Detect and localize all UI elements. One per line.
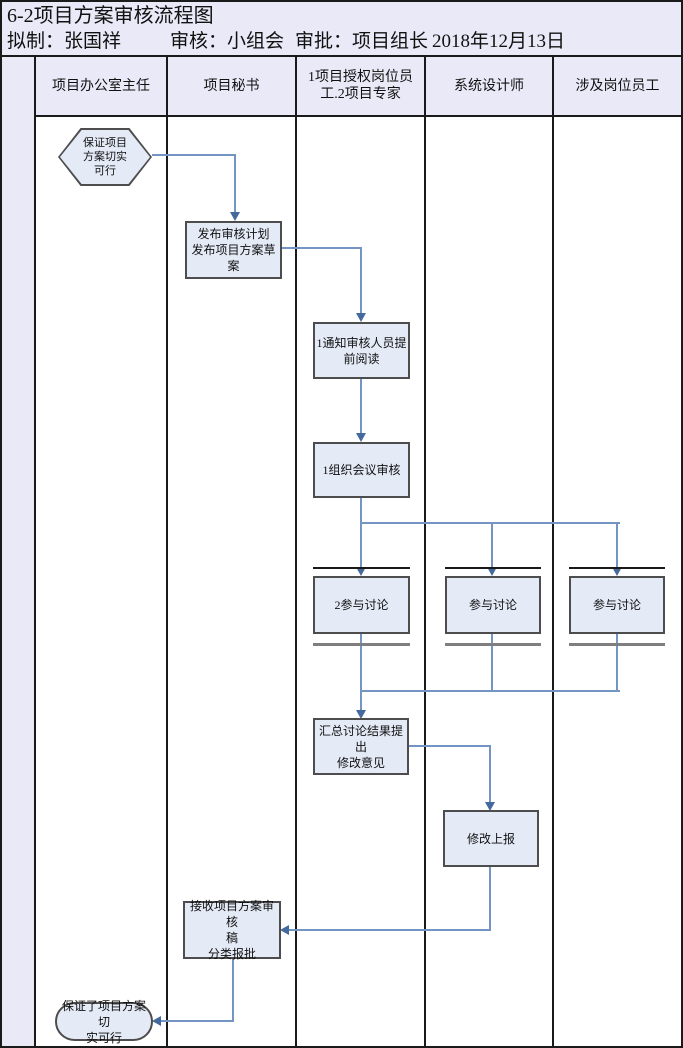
- arrowhead-down-icon: [356, 567, 366, 576]
- lane-header-row: [2, 57, 681, 117]
- arrowhead-left-icon: [152, 1016, 161, 1026]
- sync-bar-top: [313, 567, 410, 569]
- lane-header-director: 项目办公室主任: [52, 78, 150, 94]
- sync-bar-bottom: [313, 643, 410, 646]
- sync-bar-bottom: [445, 643, 541, 646]
- process-discuss-experts: 2参与讨论: [313, 576, 410, 634]
- arrowhead-down-icon: [487, 567, 497, 576]
- process-organize-meeting: 1组织会议审核: [313, 442, 410, 498]
- edge-receive-to-end: [160, 1020, 234, 1022]
- edge-publish-to-notify: [360, 247, 362, 315]
- arrowhead-left-icon: [280, 925, 289, 935]
- lane-divider: [424, 57, 426, 1046]
- start-node-label: 保证项目 方案切实 可行: [60, 130, 150, 184]
- edge-publish-to-notify: [282, 247, 362, 249]
- process-notify-reviewers: 1通知审核人员提 前阅读: [313, 322, 410, 379]
- page-title: 6-2项目方案审核流程图: [7, 5, 214, 27]
- edge-meeting-split: [360, 522, 620, 524]
- sync-bar-top: [445, 567, 541, 569]
- edge-to-discuss-designer: [491, 522, 493, 569]
- process-publish-plan: 发布审核计划 发布项目方案草案: [185, 221, 282, 279]
- edge-summarize-to-revise: [489, 745, 491, 804]
- sync-bar-bottom: [569, 643, 665, 646]
- lane-header-secretary: 项目秘书: [203, 78, 260, 94]
- meta-date: 2018年12月13日: [432, 31, 566, 52]
- arrowhead-down-icon: [485, 802, 495, 811]
- edge-start-to-publish: [234, 154, 236, 214]
- arrowhead-down-icon: [230, 212, 240, 221]
- process-summarize-results: 汇总讨论结果提出 修改意见: [313, 718, 409, 775]
- edge-discuss-merge: [616, 631, 618, 692]
- lane-header-involved-staff: 涉及岗位员工: [575, 78, 660, 94]
- edge-discuss-merge: [491, 631, 493, 692]
- lane-divider: [166, 57, 168, 1046]
- process-discuss-designer: 参与讨论: [445, 576, 541, 634]
- edge-to-discuss-experts: [360, 522, 362, 569]
- arrowhead-down-icon: [356, 313, 366, 322]
- edge-discuss-merge: [360, 690, 620, 692]
- edge-revise-to-receive: [489, 865, 491, 931]
- edge-summarize-to-revise: [408, 745, 491, 747]
- sync-bar-top: [569, 567, 665, 569]
- doc-meta-row: 拟制：张国祥 审核：小组会 审批：项目组长 2018年12月13日: [2, 29, 681, 55]
- lane-divider: [552, 57, 554, 1046]
- edge-receive-to-end: [232, 956, 234, 1022]
- start-hexagon-node: 保证项目 方案切实 可行: [58, 128, 152, 186]
- end-terminator-node: 保证了项目方案切 实可行: [55, 999, 153, 1045]
- lane-divider: [34, 57, 36, 1046]
- arrowhead-down-icon: [356, 433, 366, 442]
- meta-approver: 审批：项目组长: [295, 31, 429, 52]
- process-revise-report: 修改上报: [443, 810, 539, 867]
- meta-reviewer: 审核：小组会: [170, 31, 285, 52]
- arrowhead-down-icon: [356, 710, 366, 719]
- edge-merge-to-summarize: [360, 690, 362, 712]
- process-receive-drafts: 接收项目方案审核 稿 分类报批: [183, 899, 281, 961]
- meta-drafter: 拟制：张国祥: [7, 31, 122, 52]
- edge-meeting-split: [360, 495, 362, 524]
- title-band: 6-2项目方案审核流程图 拟制：张国祥 审核：小组会 审批：项目组长 2018年…: [2, 2, 681, 57]
- edge-to-discuss-staff: [616, 522, 618, 569]
- lane-header-authorized-staff: 1项目授权岗位员 工.2项目专家: [308, 70, 413, 102]
- left-margin-strip: [2, 57, 34, 1046]
- lane-divider: [295, 57, 297, 1046]
- edge-start-to-publish: [152, 154, 236, 156]
- edge-discuss-merge: [360, 631, 362, 692]
- process-discuss-staff: 参与讨论: [569, 576, 665, 634]
- arrowhead-down-icon: [612, 567, 622, 576]
- lane-header-system-designer: 系统设计师: [454, 78, 524, 94]
- edge-revise-to-receive: [288, 929, 491, 931]
- edge-notify-to-meeting: [360, 376, 362, 435]
